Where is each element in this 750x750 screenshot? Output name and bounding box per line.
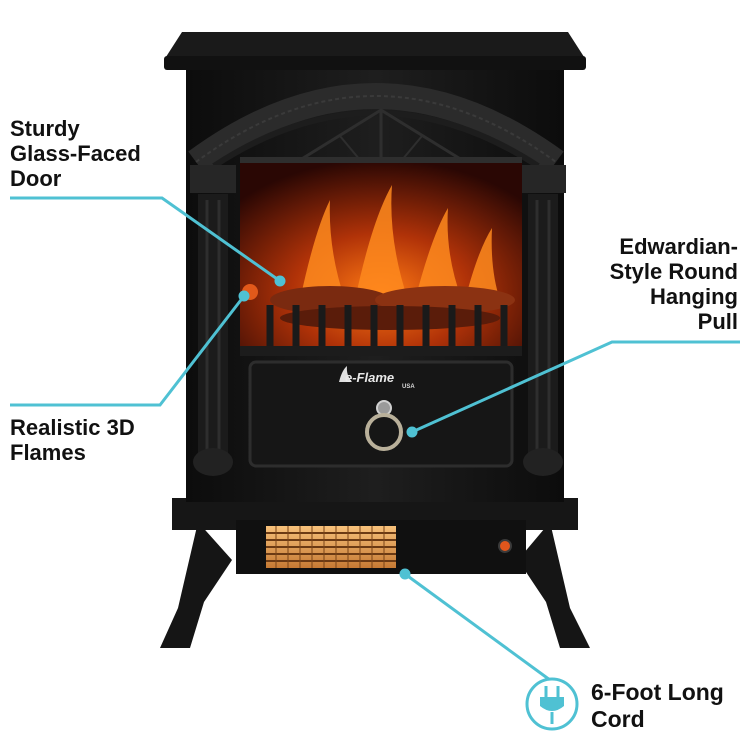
heater-grille — [266, 526, 396, 568]
callout-cord-label: 6-Foot Long Cord — [591, 679, 724, 732]
grate-bar — [240, 346, 522, 356]
callout-line-flames — [10, 295, 246, 407]
left-column — [190, 165, 236, 476]
right-column — [520, 165, 566, 476]
power-indicator-light — [498, 539, 512, 553]
callout-flames-label: Realistic 3D Flames — [10, 415, 135, 465]
callout-door-label: Sturdy Glass-Faced Door — [10, 116, 141, 191]
fireplace-legs — [160, 522, 590, 648]
logs — [242, 284, 515, 330]
brand-logo-subtext: USA — [402, 384, 415, 390]
flames — [300, 185, 500, 300]
fire-grate — [266, 305, 508, 348]
callout-lines — [10, 196, 740, 682]
flame-logo-icon — [339, 366, 352, 382]
mantel-edge — [164, 56, 586, 70]
plug-icon — [525, 677, 579, 731]
hanging-pull-ring — [365, 400, 403, 451]
callout-line-cord — [404, 572, 551, 682]
callout-pull-label: Edwardian- Style Round Hanging Pull — [609, 234, 738, 334]
callout-line-pull — [411, 340, 740, 434]
callout-line-door — [10, 196, 281, 283]
brand-logo-text: e-Flame — [345, 370, 395, 385]
fireplace-mantel — [164, 32, 586, 60]
